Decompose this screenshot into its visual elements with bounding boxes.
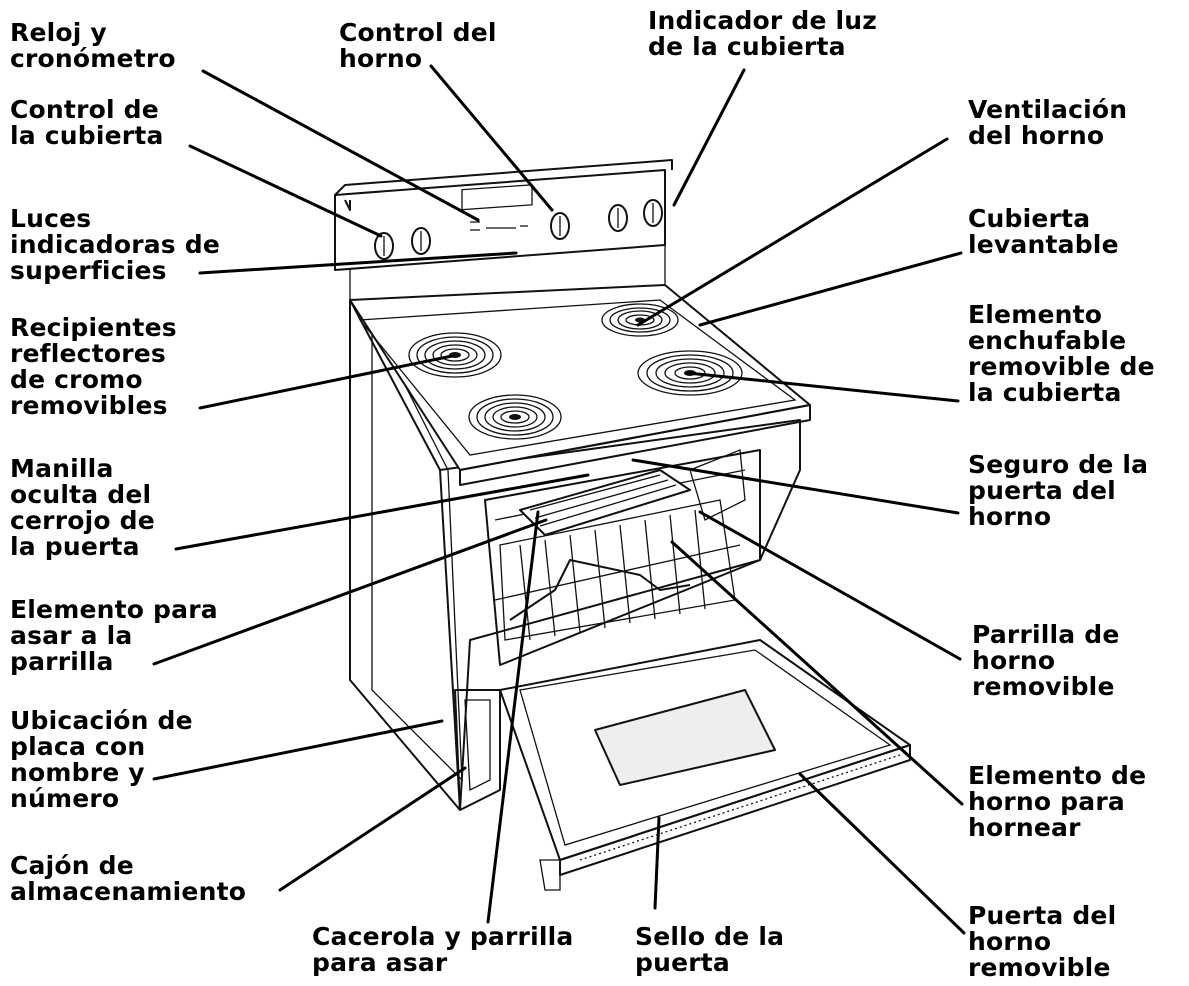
label-cubierta-levantable: Cubierta levantable [968, 204, 1119, 259]
storage-drawer [454, 689, 501, 811]
label-ventilacion: Ventilación del horno [968, 95, 1128, 150]
label-control-cubierta: Control de la cubierta [10, 95, 164, 150]
label-manilla: Manilla oculta del cerrojo de la puerta [10, 454, 155, 561]
oven-door [499, 639, 911, 891]
label-elemento-enchufable: Elemento enchufable removible de la cubi… [968, 300, 1155, 407]
label-parrilla-horno: Parrilla de horno removible [972, 620, 1120, 701]
label-ubicacion: Ubicación de placa con nombre y número [10, 706, 193, 813]
label-elemento-hornear: Elemento de horno para hornear [968, 761, 1147, 842]
label-indicador-luz: Indicador de luz de la cubierta [648, 6, 878, 61]
label-control-horno: Control del horno [339, 18, 497, 73]
label-elemento-asar: Elemento para asar a la parrilla [10, 595, 218, 676]
label-cacerola: Cacerola y parrilla para asar [312, 922, 574, 977]
oven-cavity [484, 449, 761, 666]
label-seguro: Seguro de la puerta del horno [968, 450, 1149, 531]
label-luces: Luces indicadoras de superficies [10, 204, 221, 285]
label-sello: Sello de la puerta [635, 922, 785, 977]
label-reloj: Reloj y cronómetro [10, 18, 176, 73]
knob-group [374, 199, 663, 260]
leader-lines [152, 64, 966, 935]
label-cajon: Cajón de almacenamiento [10, 851, 247, 906]
label-recipientes: Recipientes reflectores de cromo removib… [10, 313, 177, 420]
range-body [334, 159, 811, 811]
label-puerta: Puerta del horno removible [968, 901, 1117, 982]
burners [408, 303, 743, 440]
